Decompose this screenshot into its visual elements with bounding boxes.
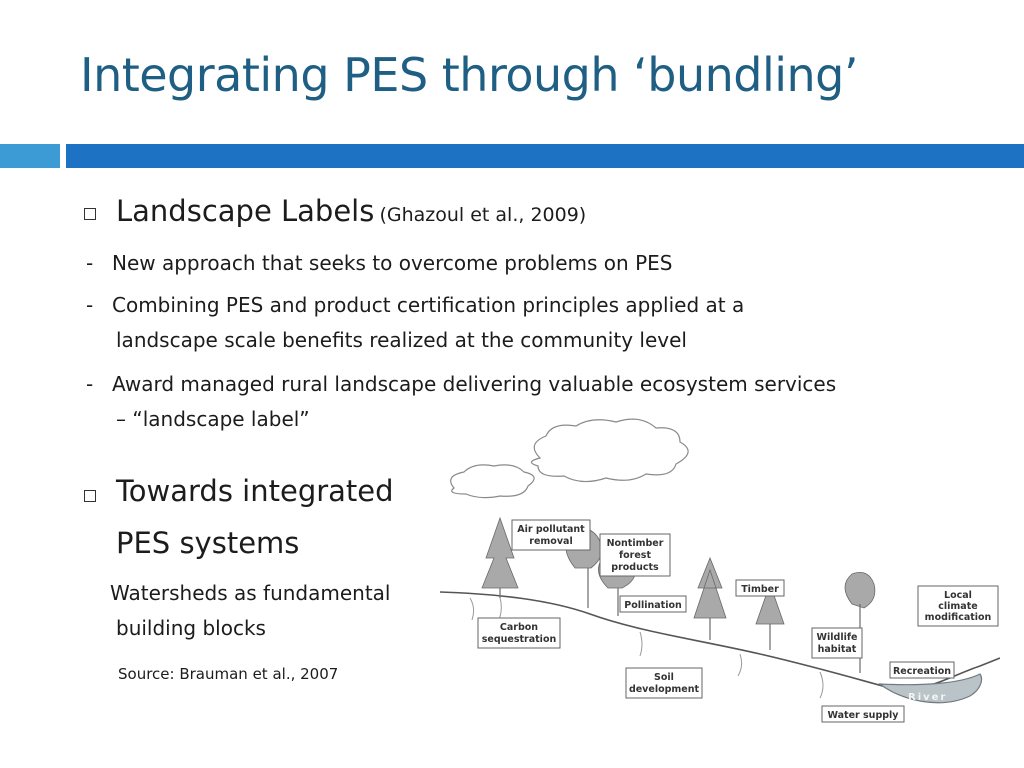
point-3-line-1: Award managed rural landscape delivering… — [112, 372, 837, 396]
cloud-icon — [530, 418, 689, 483]
wildlife-label-2: habitat — [818, 644, 857, 655]
title-accent-bar-right — [66, 144, 1024, 168]
source-citation: Source: Brauman et al., 2007 — [118, 665, 339, 683]
pollination-label-box — [619, 595, 687, 613]
point-3-line-2: – “landscape label” — [116, 407, 310, 431]
point-3-dash: - — [86, 372, 94, 396]
bullet-square-icon — [84, 208, 96, 220]
point-1-line-1: New approach that seeks to overcome prob… — [112, 251, 673, 275]
point-2-line-1: Combining PES and product certification … — [112, 293, 745, 317]
soil-label-1: Soil — [654, 672, 674, 683]
river-label: River — [908, 692, 947, 703]
water-supply-label: Water supply — [828, 710, 900, 721]
carbon-label-2: sequestration — [482, 634, 557, 645]
landscape-labels-heading: Landscape Labels (Ghazoul et al., 2009) — [116, 194, 586, 228]
watersheds-line-1: Watersheds as fundamental — [110, 581, 391, 605]
nontimber-label-2: forest — [619, 550, 651, 561]
local-climate-label-3: modification — [925, 612, 992, 623]
pollination-label: Pollination — [624, 600, 682, 611]
integrated-heading-line-1: Towards integrated — [116, 474, 394, 508]
point-2-line-2: landscape scale benefits realized at the… — [116, 328, 687, 352]
timber-label-box — [735, 579, 785, 597]
carbon-label-box — [477, 617, 561, 649]
title-accent-bar-left — [0, 144, 60, 168]
cloud-icon — [450, 464, 535, 499]
watersheds-line-2: building blocks — [116, 616, 266, 640]
nontimber-label-1: Nontimber — [607, 538, 664, 549]
integrated-heading-line-2: PES systems — [116, 526, 300, 560]
air-label-2: removal — [529, 536, 572, 547]
nontimber-label-box — [599, 533, 671, 577]
water-supply-label-box — [821, 705, 905, 723]
nontimber-label-3: products — [611, 562, 659, 573]
timber-label: Timber — [741, 584, 779, 595]
soil-label-2: development — [629, 684, 700, 695]
point-1-dash: - — [86, 251, 94, 275]
heading-text: Landscape Labels — [116, 194, 375, 228]
heading-citation: (Ghazoul et al., 2009) — [379, 204, 587, 226]
wildlife-label-1: Wildlife — [817, 632, 858, 643]
wildlife-label-box — [811, 627, 863, 659]
recreation-label: Recreation — [893, 666, 951, 677]
river-shape — [878, 673, 983, 704]
carbon-label-1: Carbon — [500, 622, 538, 633]
ecosystem-services-illustration: River Air pollutant removal Nontimber fo… — [440, 418, 1000, 723]
soil-label-box — [625, 667, 703, 699]
air-label-1: Air pollutant — [517, 524, 585, 535]
bullet-square-icon — [84, 490, 96, 502]
local-climate-label-1: Local — [944, 590, 972, 601]
point-2-dash: - — [86, 293, 94, 317]
local-climate-label-box — [917, 585, 999, 627]
recreation-label-box — [889, 661, 955, 679]
local-climate-label-2: climate — [938, 601, 977, 612]
slide-title: Integrating PES through ‘bundling’ — [80, 48, 859, 102]
air-pollutant-label-box — [511, 519, 591, 551]
